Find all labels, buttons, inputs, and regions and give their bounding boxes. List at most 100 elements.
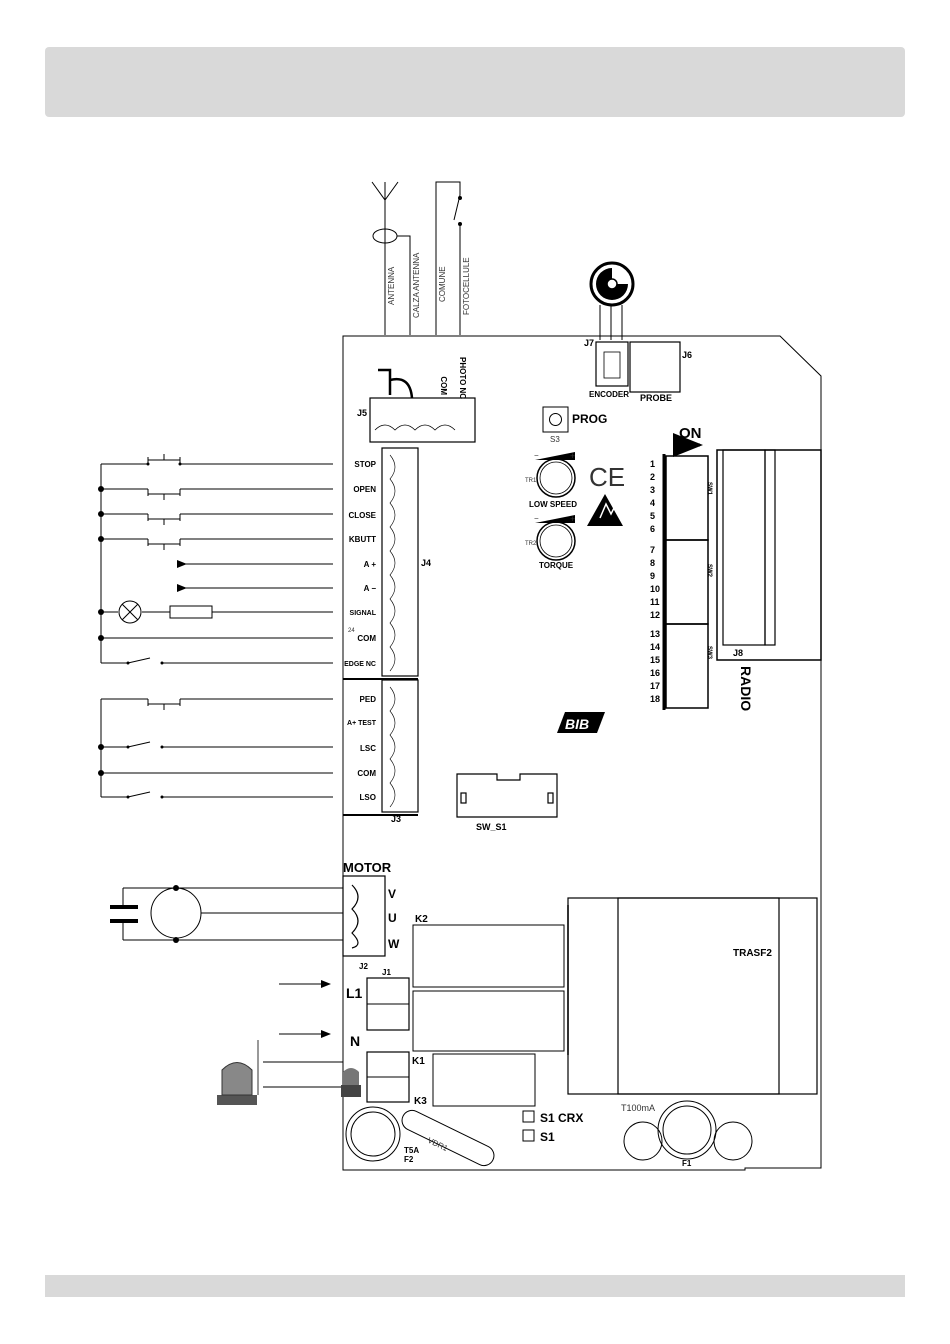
motor-terminal-labels: VUW [388,887,400,951]
motor-terminal-label: V [388,887,396,901]
motor-terminal-label: W [388,937,400,951]
junction-dots [98,462,182,799]
sw1-label: SW1 [706,482,712,496]
j2-connector [342,875,386,957]
t100-label: T100mA [621,1103,655,1113]
dip-number: 17 [650,681,660,691]
dip-number: 4 [650,498,655,508]
s1-checkbox [522,1129,535,1142]
wire-label-common: COMUNE [438,266,447,302]
wire-label-antenna: ANTENNA [387,266,396,305]
j4-terminal-label: EDGE NC [344,661,376,668]
dip-number: 6 [650,524,655,534]
prog-label: PROG [572,412,607,426]
antenna-icon [371,181,399,335]
j3-terminal-block [381,679,419,813]
ramp-icon [535,452,575,460]
dip-number: 11 [650,597,660,607]
dip-number: 16 [650,668,660,678]
tr1-minus: − [534,451,539,460]
lamp-symbol-icon [341,1068,361,1097]
j3-terminal-label: LSO [360,793,376,802]
f2-label: F2 [404,1155,414,1164]
tr2-plus: + [570,514,575,524]
j1-label: J1 [382,968,391,977]
j7-label: J7 [584,338,594,348]
footer-bar [45,1275,905,1297]
relay-k2b [412,990,565,1052]
tr2-minus: − [534,514,539,523]
header-bar [45,47,905,117]
radio-label: RADIO [738,666,754,711]
external-inputs-wiring [100,454,333,798]
j2-label: J2 [359,962,368,971]
relay-k2 [412,924,565,988]
low-speed-trimmer [536,458,576,498]
torque-label: TORQUE [539,561,574,570]
fuse-f2 [345,1106,401,1162]
motor-label: MOTOR [343,860,392,875]
j3-terminal-label: LSC [360,744,376,753]
board-outline [342,335,822,1171]
sw-s1-label: SW_S1 [476,822,507,832]
wire-label-antenna-shield: CALZA ANTENNA [412,252,421,318]
bib-logo-icon [557,712,605,733]
encoder-sensor-icon [589,261,635,340]
antenna-symbol-icon [378,368,414,399]
j3-terminal-label: PED [360,695,377,704]
dip-number: 12 [650,610,660,620]
capacitor-icon [110,905,138,923]
n-label: N [350,1033,360,1049]
tr1-label: TR1 [525,478,537,484]
transformer [567,897,818,1095]
j4-terminal-label: COM [357,634,376,643]
ce-mark: CE [589,462,625,492]
f1-label: F1 [682,1159,692,1168]
dip-number: 14 [650,642,660,652]
dip-number: 7 [650,545,655,555]
s3-label: S3 [550,435,560,444]
dip-number: 18 [650,694,660,704]
relay-k1 [432,1053,536,1107]
dip-switches [662,454,709,710]
s1-label: S1 [540,1130,555,1144]
j3-terminal-label: A+ TEST [347,720,377,727]
s1-crx-checkbox [522,1110,535,1123]
torque-trimmer [536,521,576,561]
j7-connector [595,341,629,387]
dip-number: 10 [650,584,660,594]
varistor-vdr1 [401,1109,495,1167]
j8-label: J8 [733,648,743,658]
encoder-label: ENCODER [589,390,629,399]
antenna-wiring [371,181,462,335]
j5-connector [369,368,476,443]
dip-number: 5 [650,511,655,521]
transformer-label: TRASF2 [733,948,772,959]
k2-label: K2 [415,914,428,925]
j4-terminal-label: STOP [354,460,376,469]
k3-label: K3 [414,1096,427,1107]
sw2-label: SW2 [706,564,712,578]
sw-s1-connector [456,773,558,818]
j5-label: J5 [357,408,367,418]
bib-logo-text: BIB [565,716,589,732]
dip-number: 8 [650,558,655,568]
probe-label: PROBE [640,393,672,403]
j5-photo-label: PHOTO NC [458,357,467,399]
s1-crx-label: S1 CRX [540,1111,583,1125]
t5a-label: T5A [404,1146,419,1155]
sw3-label: SW3 [706,646,712,660]
dip-number: 9 [650,571,655,581]
j4-terminal-label: A − [364,584,377,593]
prog-button [542,406,569,433]
j4-note-label: 24 [348,628,355,634]
motor-wiring [122,887,343,941]
motor-terminal-label: U [388,911,397,925]
l1-label: L1 [346,985,363,1001]
j4-terminal-label: KBUTT [349,535,376,544]
esd-warning-icon [587,494,623,526]
dip-number: 15 [650,655,660,665]
j6-label: J6 [682,350,692,360]
